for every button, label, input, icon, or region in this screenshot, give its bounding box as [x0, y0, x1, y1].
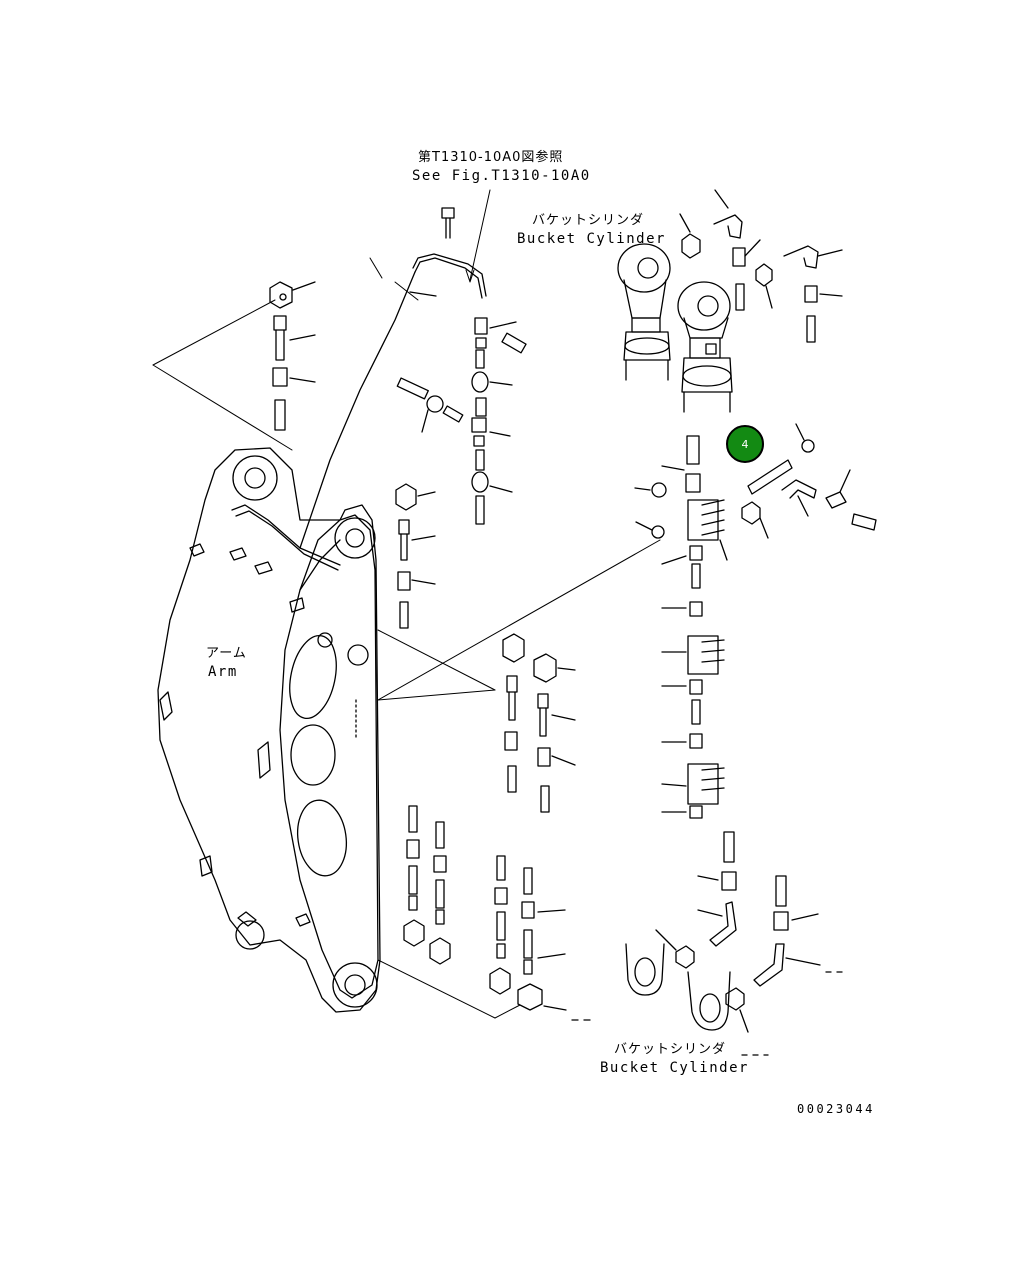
leader-lines [152, 189, 661, 1019]
drawing-number: 00023044 [797, 1102, 875, 1116]
reference-label-en: See Fig.T1310-10A0 [412, 168, 591, 184]
bottom-fitting-stacks [403, 805, 593, 1021]
mid-lower-fitting-stacks [502, 633, 576, 813]
arm-label-jp: アーム [206, 646, 247, 661]
bucket-cylinder-top-en: Bucket Cylinder [517, 231, 666, 247]
center-fitting-stack [395, 317, 527, 629]
bucket-cylinder-bottom-en: Bucket Cylinder [600, 1060, 749, 1076]
left-fitting-stack [269, 207, 455, 431]
reference-label-jp: 第T1310-10A0図参照 [418, 150, 564, 165]
callout-number: 4 [741, 437, 749, 451]
grease-pipe [231, 253, 487, 571]
bucket-cylinder-bottom-jp: バケットシリンダ [614, 1042, 727, 1057]
part-callout-4[interactable]: 4 [726, 425, 764, 463]
bucket-cylinder-lower [625, 831, 847, 1056]
arm-label-en: Arm [208, 664, 238, 680]
bucket-cylinder-top-jp: バケットシリンダ [532, 213, 645, 228]
bucket-cylinder-upper [617, 189, 843, 413]
right-fitting-stack [634, 423, 877, 819]
arm-body [157, 447, 381, 1013]
